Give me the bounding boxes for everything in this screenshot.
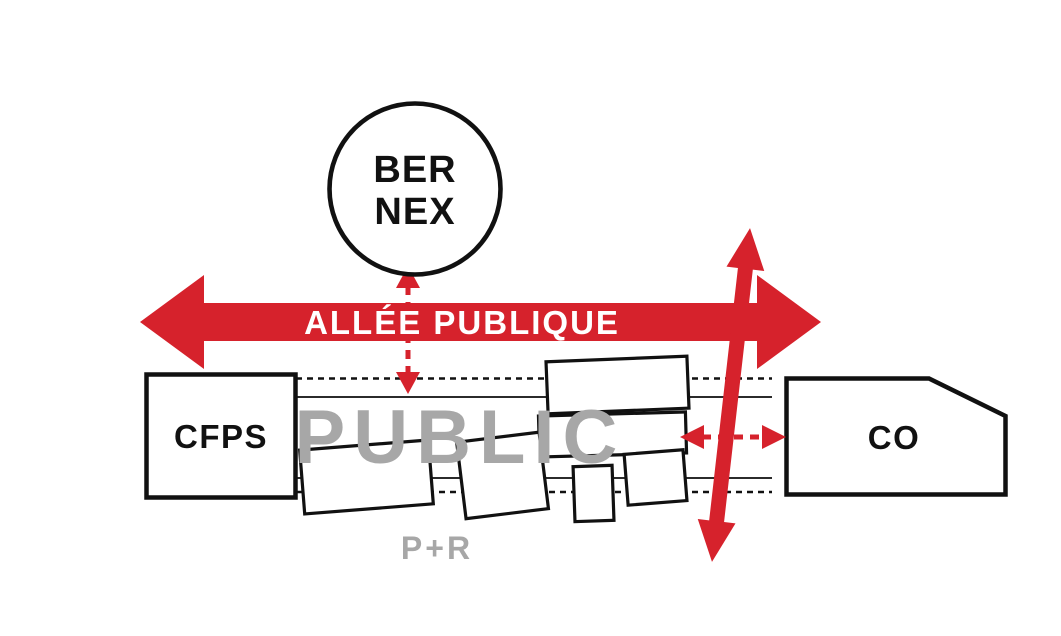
building-footprint-4: [454, 430, 551, 521]
co-link-arrowhead-right: [762, 425, 786, 449]
building-footprint-3: [297, 438, 436, 516]
bernex-link-arrowhead-up: [396, 266, 420, 288]
co-link-arrowhead-left: [680, 425, 704, 449]
co-box: [784, 376, 1008, 497]
bernex-label-line1: BER: [373, 149, 456, 191]
allee-publique-label: ALLÉE PUBLIQUE: [304, 304, 620, 341]
cfps-box: [144, 372, 298, 500]
cfps-label: CFPS: [174, 418, 268, 455]
bernex-label-line2: NEX: [374, 191, 455, 233]
park-and-ride-label: P+R: [401, 530, 473, 566]
building-footprint-5: [571, 463, 616, 524]
allee-publique-arrow: [140, 275, 821, 369]
crossing-axis-arrow-shape: [697, 228, 765, 562]
co-label: CO: [868, 419, 921, 456]
building-footprint-1: [544, 354, 691, 416]
bernex-link-arrowhead-down: [396, 372, 420, 394]
bernex-circle: [327, 101, 503, 277]
public-zone-label: PUBLIC: [295, 395, 626, 480]
building-footprint-6: [622, 448, 689, 507]
crossing-axis-arrow: [697, 228, 765, 562]
